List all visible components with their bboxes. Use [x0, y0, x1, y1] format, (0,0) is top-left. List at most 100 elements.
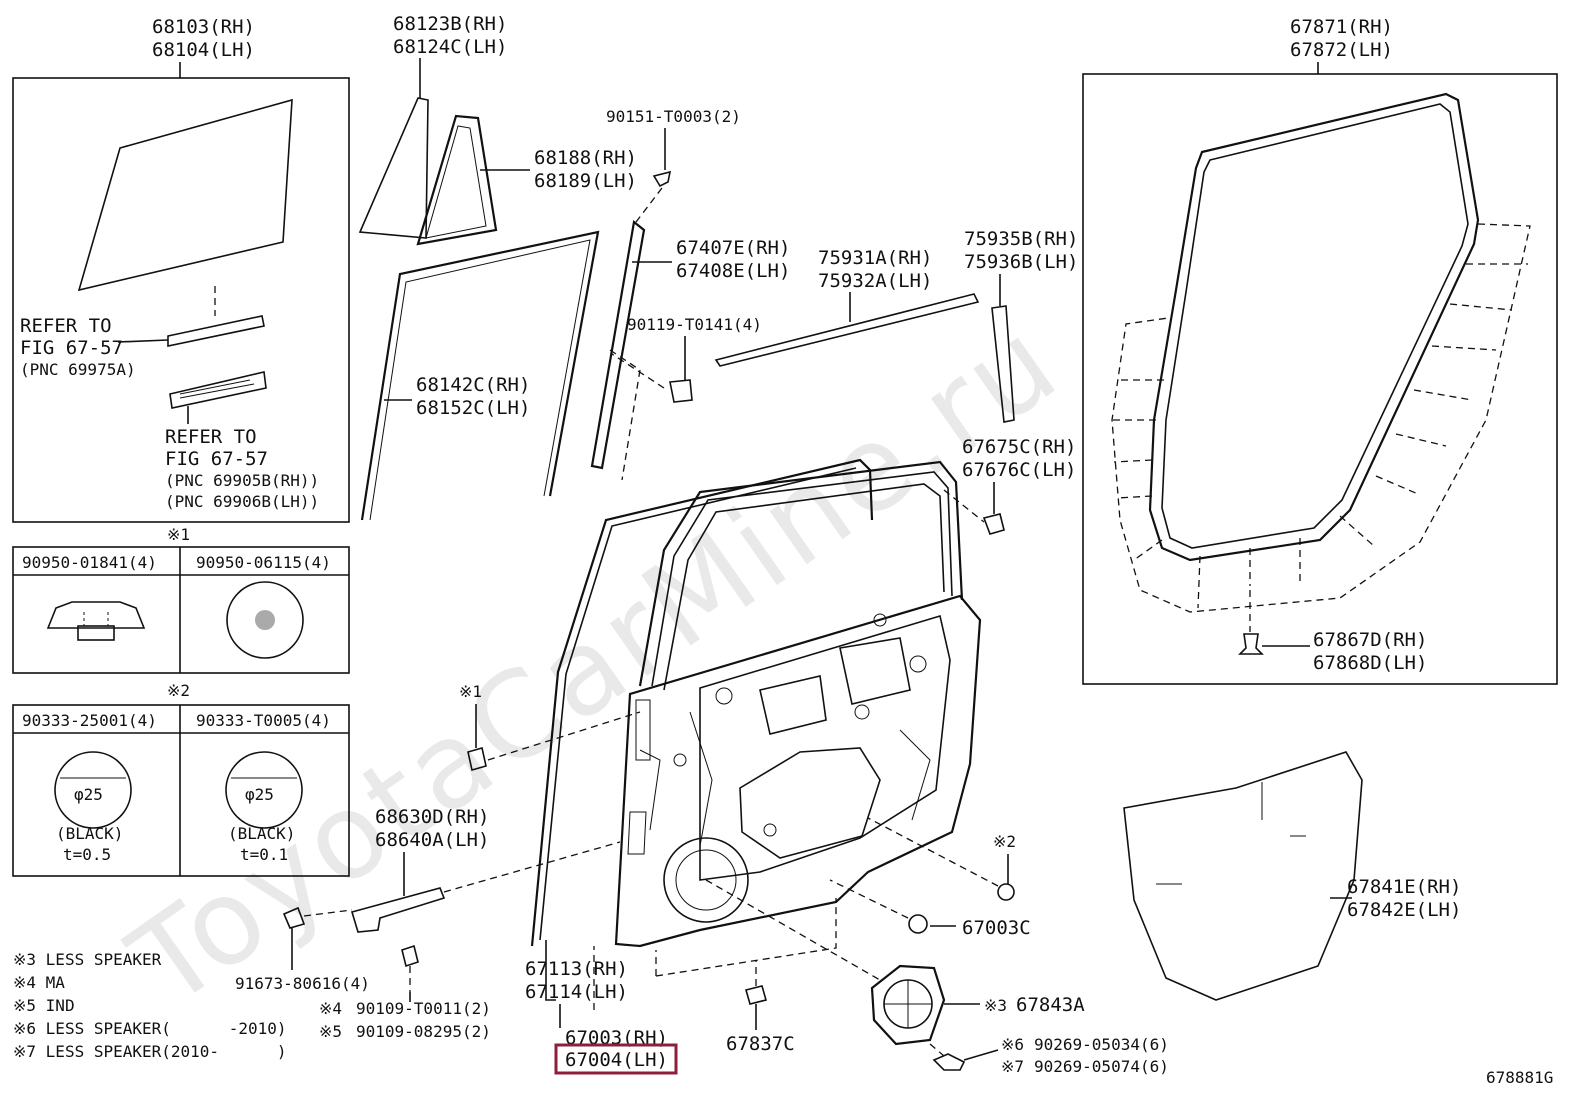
grommet-icon — [226, 581, 304, 659]
label-mould-rh[interactable]: 75935B(RH) — [964, 228, 1078, 250]
label-clip-67837c[interactable]: 67837C — [726, 1033, 795, 1055]
mark-2: ※2 — [993, 832, 1016, 851]
glass-detail-box — [12, 77, 350, 523]
n6-mark: ※6 — [1001, 1035, 1024, 1054]
label-clip-rh[interactable]: 67675C(RH) — [962, 436, 1076, 458]
note2-mark: ※2 — [167, 681, 190, 700]
label-hinge-rh[interactable]: 67113(RH) — [525, 958, 628, 980]
label-channel-lh[interactable]: 67408E(LH) — [676, 260, 790, 282]
label-mould-lh[interactable]: 75936B(LH) — [964, 251, 1078, 273]
label-ws-rh[interactable]: 67871(RH) — [1290, 16, 1393, 38]
bolt-icon — [669, 379, 693, 403]
n3-mark: ※3 — [984, 996, 1007, 1015]
check-nut-icon — [401, 944, 419, 968]
belt-moulding-shape — [714, 293, 980, 367]
black-a: (BLACK) — [56, 824, 123, 843]
inner-weatherstrip-shape — [167, 315, 265, 347]
refer1-line2: FIG 67-57 — [20, 337, 123, 359]
plug-icon — [997, 883, 1015, 901]
label-qglass-lh[interactable]: 68124C(LH) — [393, 36, 507, 58]
door-check-shape — [350, 887, 446, 933]
thickness-b: t=0.1 — [240, 845, 288, 864]
refer1-line1: REFER TO — [20, 315, 112, 337]
plug-b-icon — [225, 751, 303, 829]
label-check-rh[interactable]: 68630D(RH) — [375, 806, 489, 828]
label-glass-rh[interactable]: 68103(RH) — [152, 16, 255, 38]
door-service-hole — [739, 747, 881, 859]
belt-moulding-group: 75931A(RH) 75932A(LH) 75935B(RH) 75936B(… — [714, 228, 1078, 535]
moulding-clip-icon — [982, 513, 1005, 535]
clip-table-note1: ※1 90950-01841(4) 90950-06115(4) — [12, 525, 350, 674]
label-bolt-91673[interactable]: 91673-80616(4) — [235, 974, 370, 993]
label-n6-part[interactable]: 90269-05034(6) — [1034, 1035, 1169, 1054]
label-90333-T0005[interactable]: 90333-T0005(4) — [196, 711, 331, 730]
weatherstrip-detail-box — [1082, 73, 1558, 685]
plug-table-note2: ※2 90333-25001(4) 90333-T0005(4) φ25 (BL… — [12, 681, 350, 877]
refer2-line3: (PNC 69905B(RH)) — [165, 471, 319, 490]
label-hinge-lh[interactable]: 67114(LH) — [525, 981, 628, 1003]
label-wsclip-lh[interactable]: 67868D(LH) — [1313, 652, 1427, 674]
label-qweather-rh[interactable]: 68188(RH) — [534, 147, 637, 169]
label-belt-lh[interactable]: 75932A(LH) — [818, 270, 932, 292]
check-bolt-icon — [282, 906, 306, 929]
note-6: ※6 LESS SPEAKER( -2010) — [13, 1019, 287, 1038]
door-lh-highlight — [554, 1043, 678, 1075]
refer2-line4: (PNC 69906B(LH)) — [165, 492, 319, 511]
clip-67837c-group: 67837C — [726, 960, 795, 1055]
note-7: ※7 LESS SPEAKER(2010- ) — [13, 1042, 287, 1061]
service-film-shape — [1123, 751, 1363, 1001]
label-glass-lh[interactable]: 68104(LH) — [152, 39, 255, 61]
note-3: ※3 LESS SPEAKER — [13, 950, 162, 969]
label-film-lh[interactable]: 67842E(LH) — [1347, 899, 1461, 921]
label-belt-rh[interactable]: 75931A(RH) — [818, 247, 932, 269]
clip-67837c-icon — [745, 985, 767, 1005]
door-glass-shape — [77, 98, 293, 292]
label-wsclip-rh[interactable]: 67867D(RH) — [1313, 629, 1427, 651]
quarter-glass-group: 68123B(RH) 68124C(LH) 68188(RH) 68189(LH… — [358, 13, 637, 521]
label-bolt-channel[interactable]: 90119-T0141(4) — [627, 315, 762, 334]
clip-icon — [46, 601, 146, 641]
label-speaker-cover[interactable]: 67843A — [1016, 994, 1085, 1016]
phi-b: φ25 — [245, 785, 274, 804]
quarter-glass-shape — [358, 97, 429, 239]
door-clip-group: ※1 — [459, 682, 641, 772]
label-check-lh[interactable]: 68640A(LH) — [375, 829, 489, 851]
door-inner-panel — [614, 594, 982, 948]
n7-mark: ※7 — [1001, 1057, 1024, 1076]
notes-list: ※3 LESS SPEAKER ※4 MA ※5 IND ※6 LESS SPE… — [13, 950, 287, 1061]
label-n4-part[interactable]: 90109-T0011(2) — [356, 999, 491, 1018]
label-n5-part[interactable]: 90109-08295(2) — [356, 1022, 491, 1041]
label-plug-67003c[interactable]: 67003C — [962, 917, 1031, 939]
label-run-lh[interactable]: 68152C(LH) — [416, 397, 530, 419]
black-b: (BLACK) — [228, 824, 295, 843]
pillar-moulding-shape — [991, 305, 1015, 423]
refer2-line1: REFER TO — [165, 426, 257, 448]
plug-67003c-icon — [908, 914, 928, 934]
quarter-weatherstrip-shape — [416, 114, 498, 246]
rear-channel-shape — [590, 219, 646, 470]
label-run-rh[interactable]: 68142C(RH) — [416, 374, 530, 396]
figure-id: 678881G — [1486, 1068, 1553, 1087]
watermark: ToyotaCarMine.ru — [106, 292, 1083, 1034]
n4-mark: ※4 — [319, 999, 342, 1018]
label-n7-part[interactable]: 90269-05074(6) — [1034, 1057, 1169, 1076]
label-film-rh[interactable]: 67841E(RH) — [1347, 876, 1461, 898]
note1-mark: ※1 — [167, 525, 190, 544]
plugs-speaker-group: ※2 67003C ※3 67843A ※6 90269-05034(6) ※7… — [705, 817, 1169, 1076]
label-screw-top[interactable]: 90151-T0003(2) — [606, 107, 741, 126]
label-90950-01841[interactable]: 90950-01841(4) — [22, 553, 157, 572]
label-90950-06115[interactable]: 90950-06115(4) — [196, 553, 331, 572]
door-panel-group — [530, 458, 982, 1010]
weatherstrip-group: 67871(RH) 67872(LH) 67867D(RH) 67868D(LH… — [1082, 16, 1558, 685]
label-qglass-rh[interactable]: 68123B(RH) — [393, 13, 507, 35]
label-door-lh[interactable]: 67004(LH) — [565, 1049, 668, 1071]
label-qweather-lh[interactable]: 68189(LH) — [534, 170, 637, 192]
label-90333-25001[interactable]: 90333-25001(4) — [22, 711, 157, 730]
label-channel-rh[interactable]: 67407E(RH) — [676, 237, 790, 259]
label-ws-lh[interactable]: 67872(LH) — [1290, 39, 1393, 61]
door-check-group: 68630D(RH) 68640A(LH) 91673-80616(4) ※4 … — [235, 806, 621, 1041]
label-clip-lh[interactable]: 67676C(LH) — [962, 459, 1076, 481]
service-film-group: 67841E(RH) 67842E(LH) — [1123, 751, 1461, 1001]
